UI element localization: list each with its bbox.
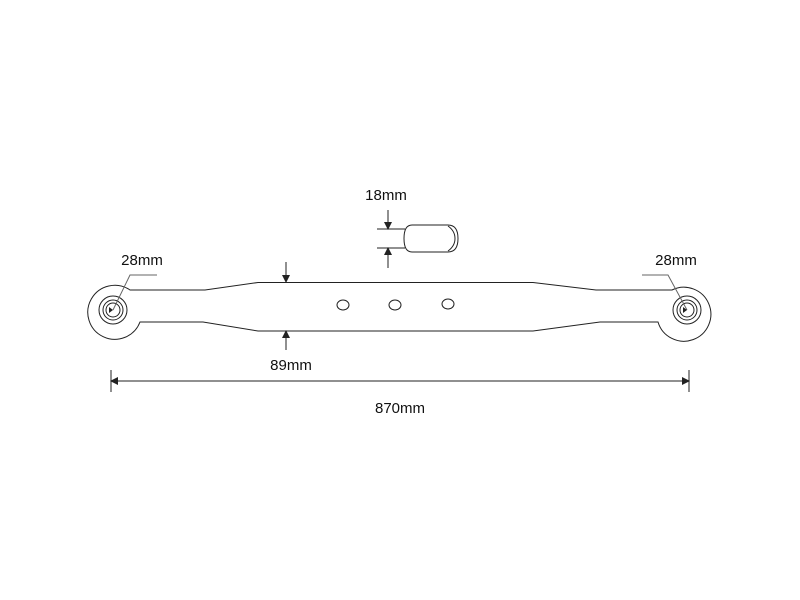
thickness-label: 18mm (365, 187, 407, 204)
pin-diameter-right-label: 28mm (655, 252, 697, 269)
thickness-side-view (377, 224, 459, 253)
right-eye-bushing (672, 295, 702, 325)
width-label: 89mm (270, 357, 312, 374)
left-eye-bushing (98, 295, 128, 325)
left-pin-leader (112, 274, 157, 311)
adjustment-hole (441, 298, 455, 310)
pin-diameter-left-label: 28mm (121, 252, 163, 269)
right-pin-leader (642, 274, 688, 311)
adjustment-hole (336, 299, 350, 311)
adjustment-hole (388, 299, 402, 311)
overall-length-label: 870mm (375, 400, 425, 417)
leader-arrowheads (109, 307, 687, 313)
arm-outline (87, 282, 712, 342)
